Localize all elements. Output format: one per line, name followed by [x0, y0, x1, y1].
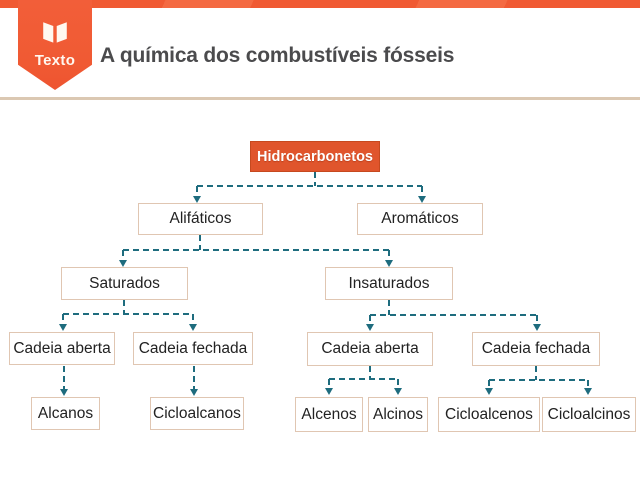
- top-accent-bar: [0, 0, 640, 8]
- arrowhead-icon: [394, 388, 402, 395]
- connector-cadeia-aberta-to-alcenos-alcinos: [325, 366, 402, 395]
- arrowhead-icon: [59, 324, 67, 331]
- logo-text: Texto: [34, 52, 76, 69]
- connector-line: [196, 172, 423, 197]
- arrowhead-icon: [190, 389, 198, 396]
- connector-cadeia-fechada-to-cicloalcanos: [190, 366, 198, 396]
- arrowhead-icon: [60, 389, 68, 396]
- connector-alifaticos-to-level3: [119, 235, 393, 267]
- node-cadeia-fechada-saturados: Cadeia fechada: [133, 332, 253, 365]
- node-hidrocarbonetos: Hidrocarbonetos: [250, 141, 380, 172]
- node-cicloalcinos: Cicloalcinos: [542, 397, 636, 432]
- header-divider: [0, 97, 640, 100]
- connector-cadeia-fechada-to-cicloalcenos-cicloalcinos: [485, 366, 592, 395]
- arrowhead-icon: [366, 324, 374, 331]
- node-aromaticos: Aromáticos: [357, 203, 483, 235]
- arrowhead-icon: [385, 260, 393, 267]
- connector-cadeia-aberta-to-alcanos: [60, 366, 68, 396]
- node-alcenos: Alcenos: [295, 397, 363, 432]
- node-alcinos: Alcinos: [368, 397, 428, 432]
- node-alcanos: Alcanos: [31, 397, 100, 430]
- slide-title: A química dos combustíveis fósseis: [100, 44, 455, 67]
- node-cadeia-fechada-insaturados: Cadeia fechada: [472, 332, 600, 366]
- connector-line: [122, 235, 390, 261]
- arrowhead-icon: [584, 388, 592, 395]
- publisher-logo: Texto: [18, 0, 92, 90]
- node-insaturados: Insaturados: [325, 267, 453, 300]
- node-alifaticos: Alifáticos: [138, 203, 263, 235]
- arrowhead-icon: [485, 388, 493, 395]
- connector-line: [488, 366, 589, 388]
- arrowhead-icon: [533, 324, 541, 331]
- node-cicloalcanos: Cicloalcanos: [150, 397, 244, 430]
- arrowhead-icon: [418, 196, 426, 203]
- node-cadeia-aberta-saturados: Cadeia aberta: [9, 332, 115, 365]
- open-book-icon: [43, 22, 67, 43]
- connector-line: [62, 300, 194, 325]
- arrowhead-icon: [189, 324, 197, 331]
- node-saturados: Saturados: [61, 267, 188, 300]
- connector-line: [328, 366, 399, 388]
- connector-root-to-level2: [193, 172, 426, 203]
- node-cicloalcenos: Cicloalcenos: [438, 397, 540, 432]
- connector-saturados-to-cadeias: [59, 300, 197, 331]
- arrowhead-icon: [119, 260, 127, 267]
- arrowhead-icon: [193, 196, 201, 203]
- connector-line: [369, 300, 538, 325]
- connector-insaturados-to-cadeias: [366, 300, 541, 331]
- arrowhead-icon: [325, 388, 333, 395]
- node-cadeia-aberta-insaturados: Cadeia aberta: [307, 332, 433, 366]
